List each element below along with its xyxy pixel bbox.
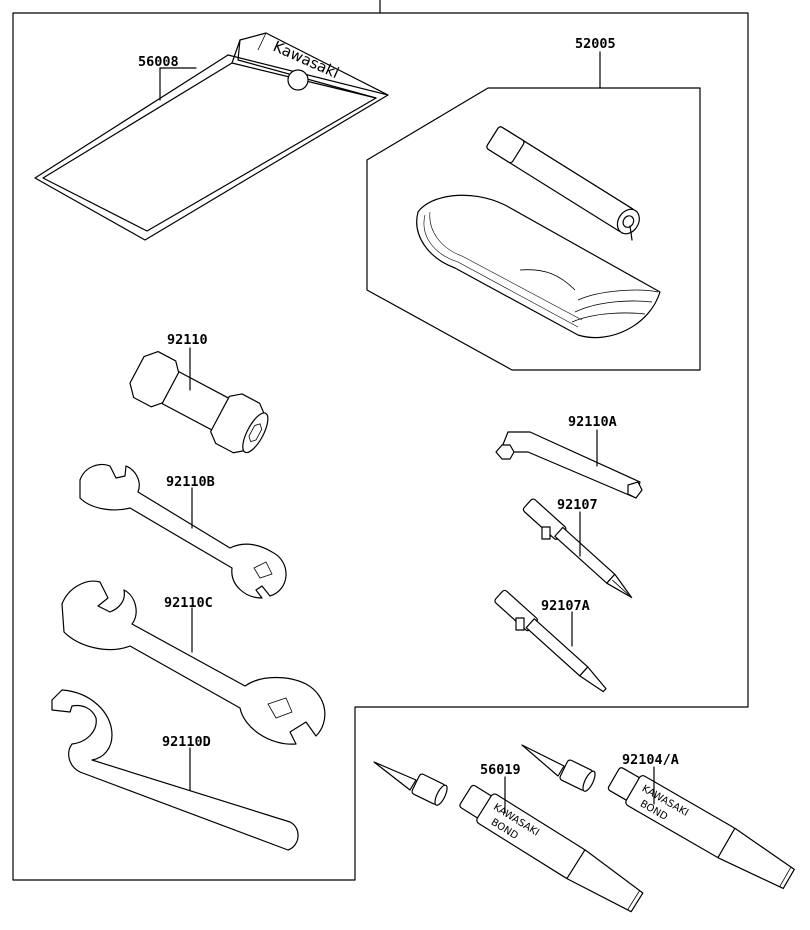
screwdriver-flat-drawing: [494, 589, 607, 693]
part-number-92110B: 92110B: [166, 474, 215, 490]
tire-repair-kit-drawing: [366, 87, 701, 371]
bond-tube-2-drawing: KAWASAKI BOND: [521, 744, 795, 890]
tool-pouch-drawing: Kawasaki: [34, 32, 389, 241]
part-number-56008: 56008: [138, 54, 179, 70]
wrench-large-drawing: [61, 580, 326, 745]
part-number-92107A: 92107A: [541, 598, 590, 614]
hook-wrench-drawing: [51, 689, 299, 851]
leader-56008: [159, 67, 197, 101]
diagram-frame: [12, 0, 749, 881]
spark-plug-wrench-drawing: [129, 350, 269, 454]
wrench-small-drawing: [79, 463, 287, 599]
part-number-92110: 92110: [167, 332, 208, 348]
part-number-56019: 56019: [480, 762, 521, 778]
part-number-52005: 52005: [575, 36, 616, 52]
part-number-92110A: 92110A: [568, 414, 617, 430]
bond-tube-1-drawing: KAWASAKI BOND: [373, 761, 644, 913]
hex-key-drawing: [495, 431, 643, 499]
part-number-92107: 92107: [557, 497, 598, 513]
part-number-92110D: 92110D: [162, 734, 211, 750]
part-number-92110C: 92110C: [164, 595, 213, 611]
screwdriver-phillips-drawing: [522, 498, 633, 599]
part-number-92104A: 92104/A: [622, 752, 679, 768]
